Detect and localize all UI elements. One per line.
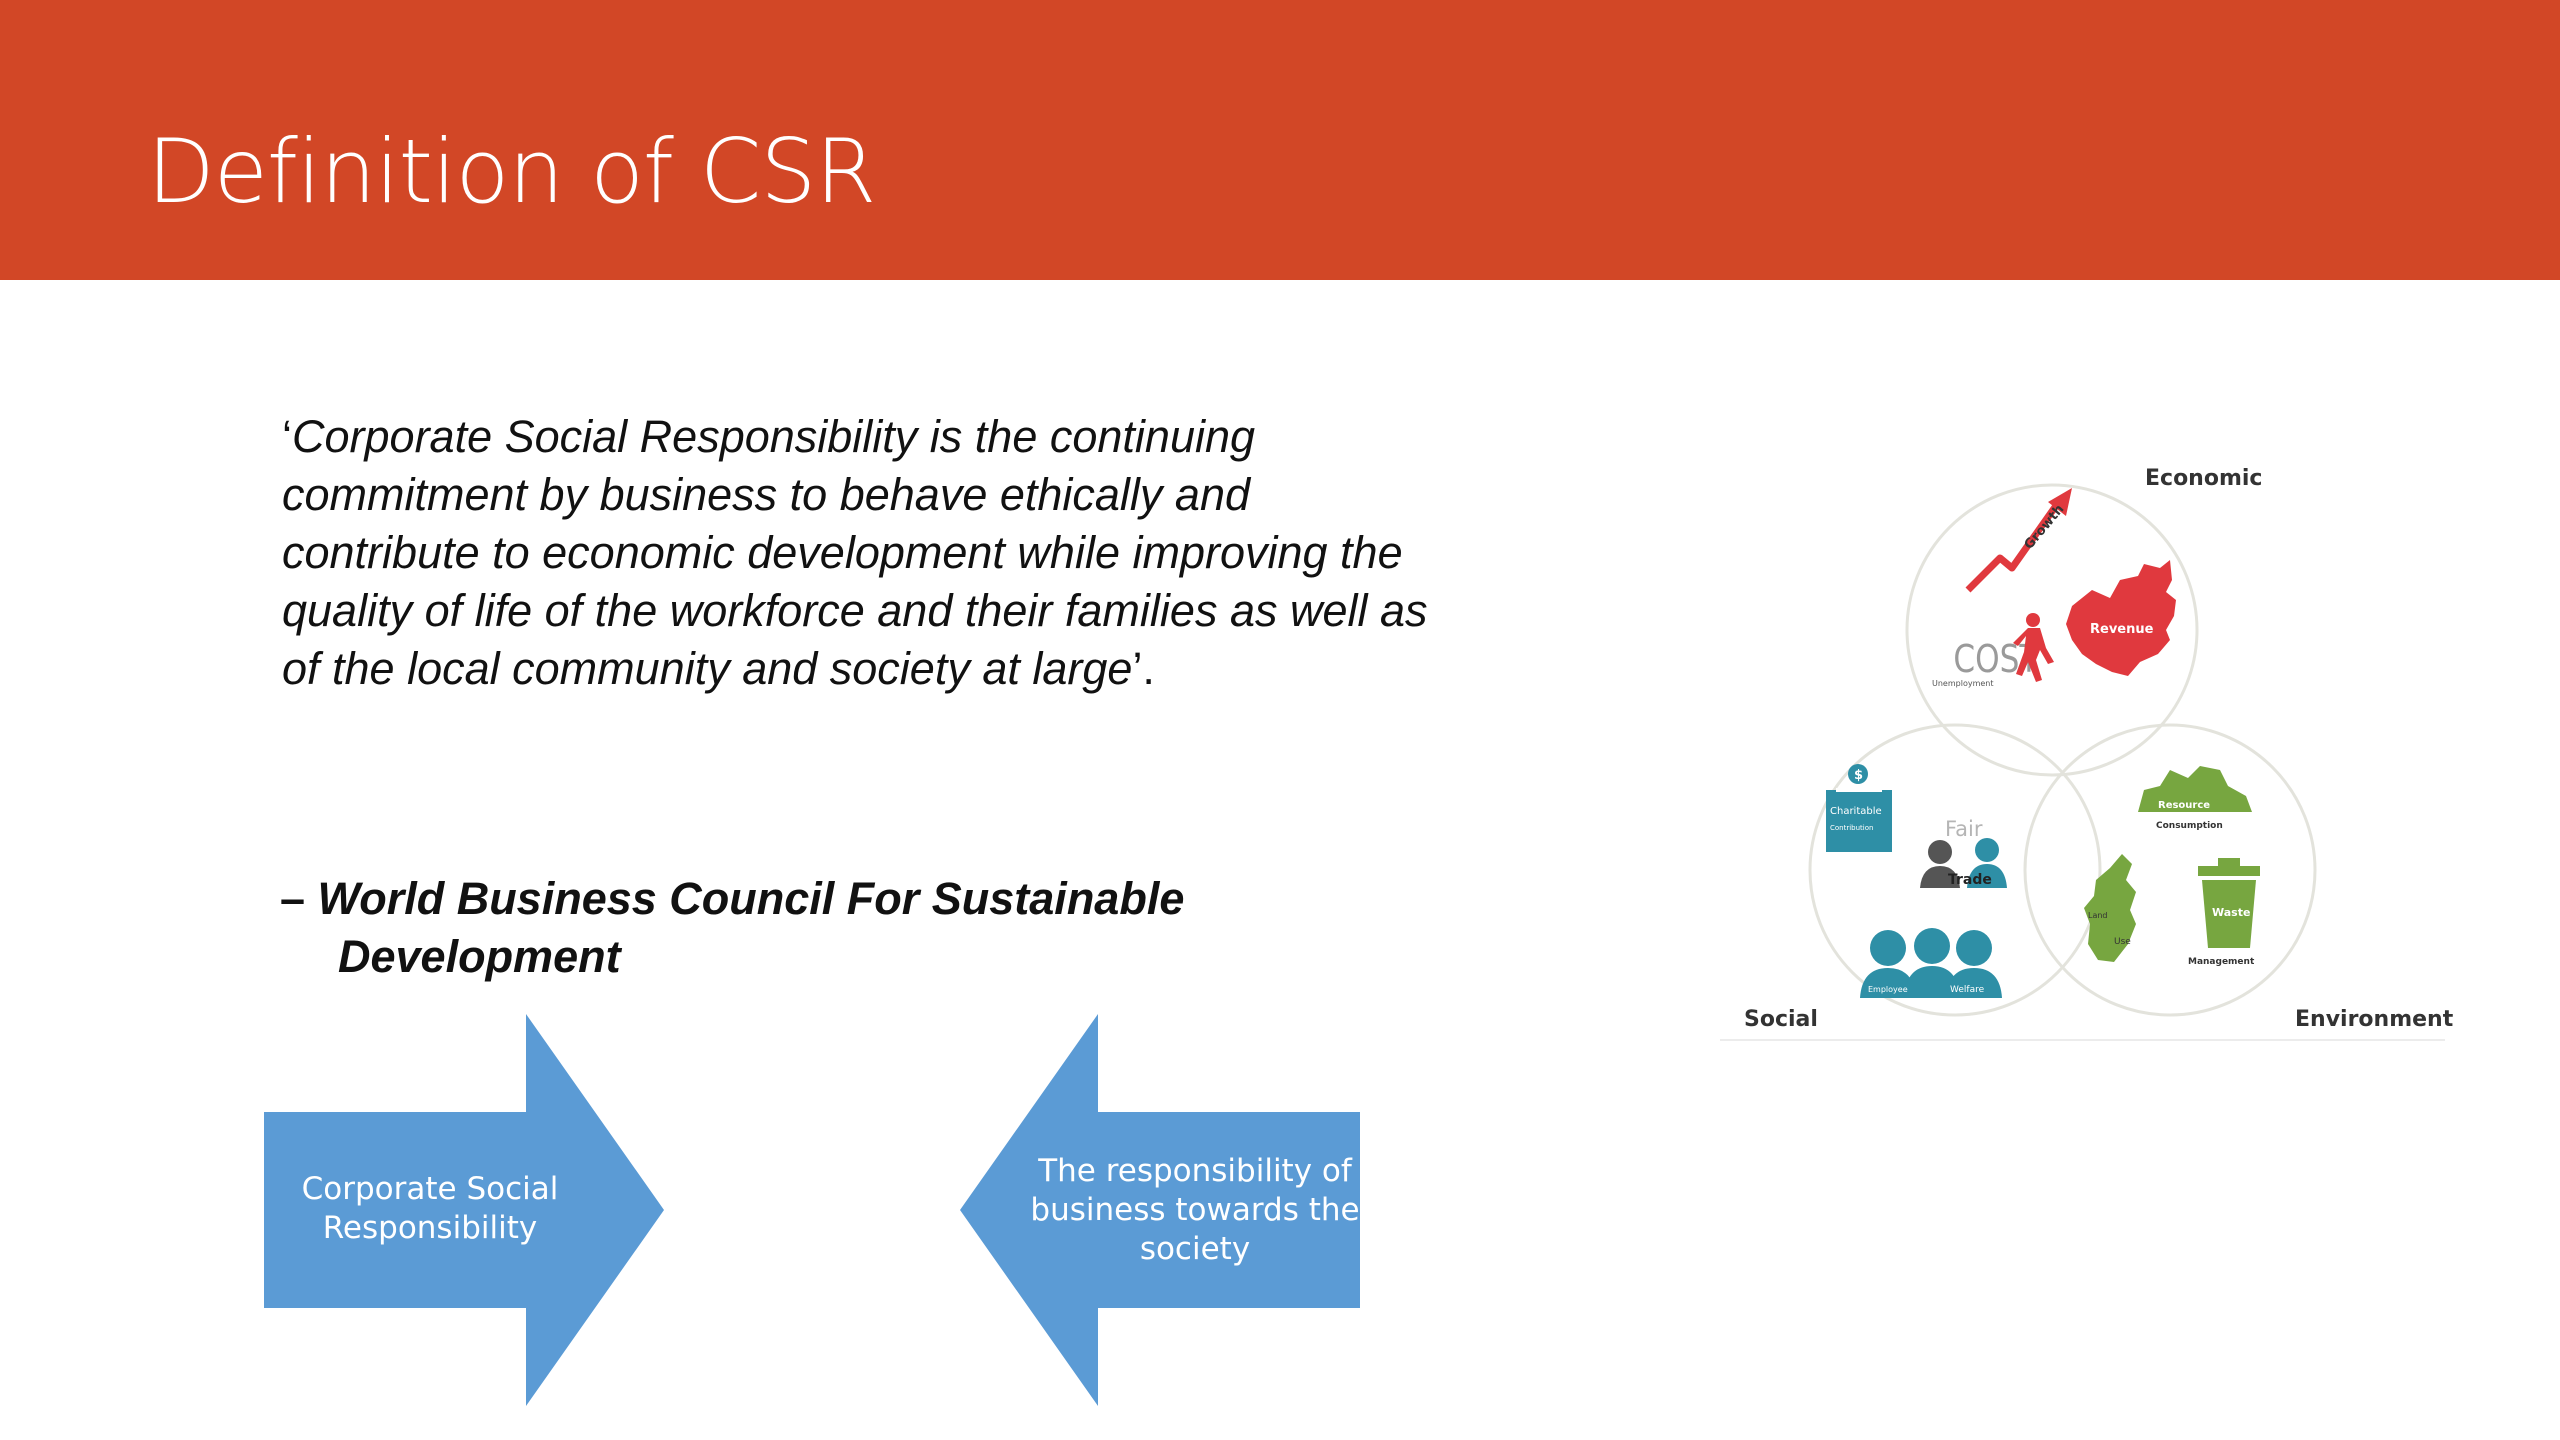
right-arrow-label: The responsibility of business towards t… — [1030, 1153, 1360, 1267]
growth-text: Growth — [2022, 502, 2068, 553]
environment-label: Environment — [2295, 1007, 2454, 1032]
csr-definition-quote: ‘Corporate Social Responsibility is the … — [282, 408, 1452, 698]
walking-person-icon — [2013, 613, 2054, 682]
quote-close-mark: ’. — [1132, 643, 1155, 694]
quote-text: Corporate Social Responsibility is the c… — [282, 411, 1428, 694]
land-use-map-icon: Land Use — [2084, 854, 2136, 962]
employee-welfare-people-icon: Employee Welfare — [1860, 928, 2002, 998]
social-label: Social — [1744, 1007, 1818, 1032]
use-text: Use — [2114, 937, 2131, 947]
consumption-text: Consumption — [2156, 821, 2223, 831]
economic-circle — [1905, 483, 2199, 777]
charitable-contribution-icon: $ Charitable Contribution — [1826, 764, 1892, 852]
trade-text: Trade — [1948, 872, 1992, 888]
attribution-line2: Development — [338, 931, 621, 982]
social-circle — [1808, 723, 2102, 1017]
unemployment-text: Unemployment — [1932, 679, 1994, 688]
attribution-dash: – — [280, 873, 306, 924]
environment-circle — [2023, 723, 2317, 1017]
quote-open-mark: ‘ — [282, 411, 292, 462]
contribution-text: Contribution — [1830, 824, 1873, 832]
economic-label: Economic — [2145, 466, 2262, 491]
revenue-text: Revenue — [2090, 622, 2154, 637]
dollar-sign-icon: $ — [1854, 768, 1863, 783]
employee-text: Employee — [1868, 985, 1908, 994]
fair-trade-people-icon: Trade — [1920, 838, 2007, 888]
slide-title: Definition of CSR — [147, 120, 876, 223]
csr-venn-diagram: Economic Social Environment Growth COST … — [1720, 466, 2454, 1041]
right-pointing-arrow-shape — [264, 1014, 664, 1406]
fair-text: Fair — [1945, 817, 1983, 841]
left-arrow-label: Corporate Social Responsibility — [301, 1171, 559, 1246]
resource-text: Resource — [2158, 800, 2210, 811]
charitable-text: Charitable — [1830, 806, 1882, 817]
left-pointing-arrow-shape — [960, 1014, 1360, 1406]
china-map-icon: Revenue — [2066, 560, 2176, 676]
land-text: Land — [2088, 911, 2108, 920]
waste-bin-icon: Waste Management — [2188, 858, 2260, 967]
attribution-line1: World Business Council For Sustainable — [317, 873, 1185, 924]
resource-consumption-icon: Resource Consumption — [2138, 766, 2252, 831]
quote-attribution: – World Business Council For Sustainable… — [280, 870, 1430, 986]
welfare-text: Welfare — [1950, 985, 1985, 995]
title-bar — [0, 0, 2560, 280]
management-text: Management — [2188, 957, 2255, 967]
waste-text: Waste — [2212, 906, 2250, 919]
